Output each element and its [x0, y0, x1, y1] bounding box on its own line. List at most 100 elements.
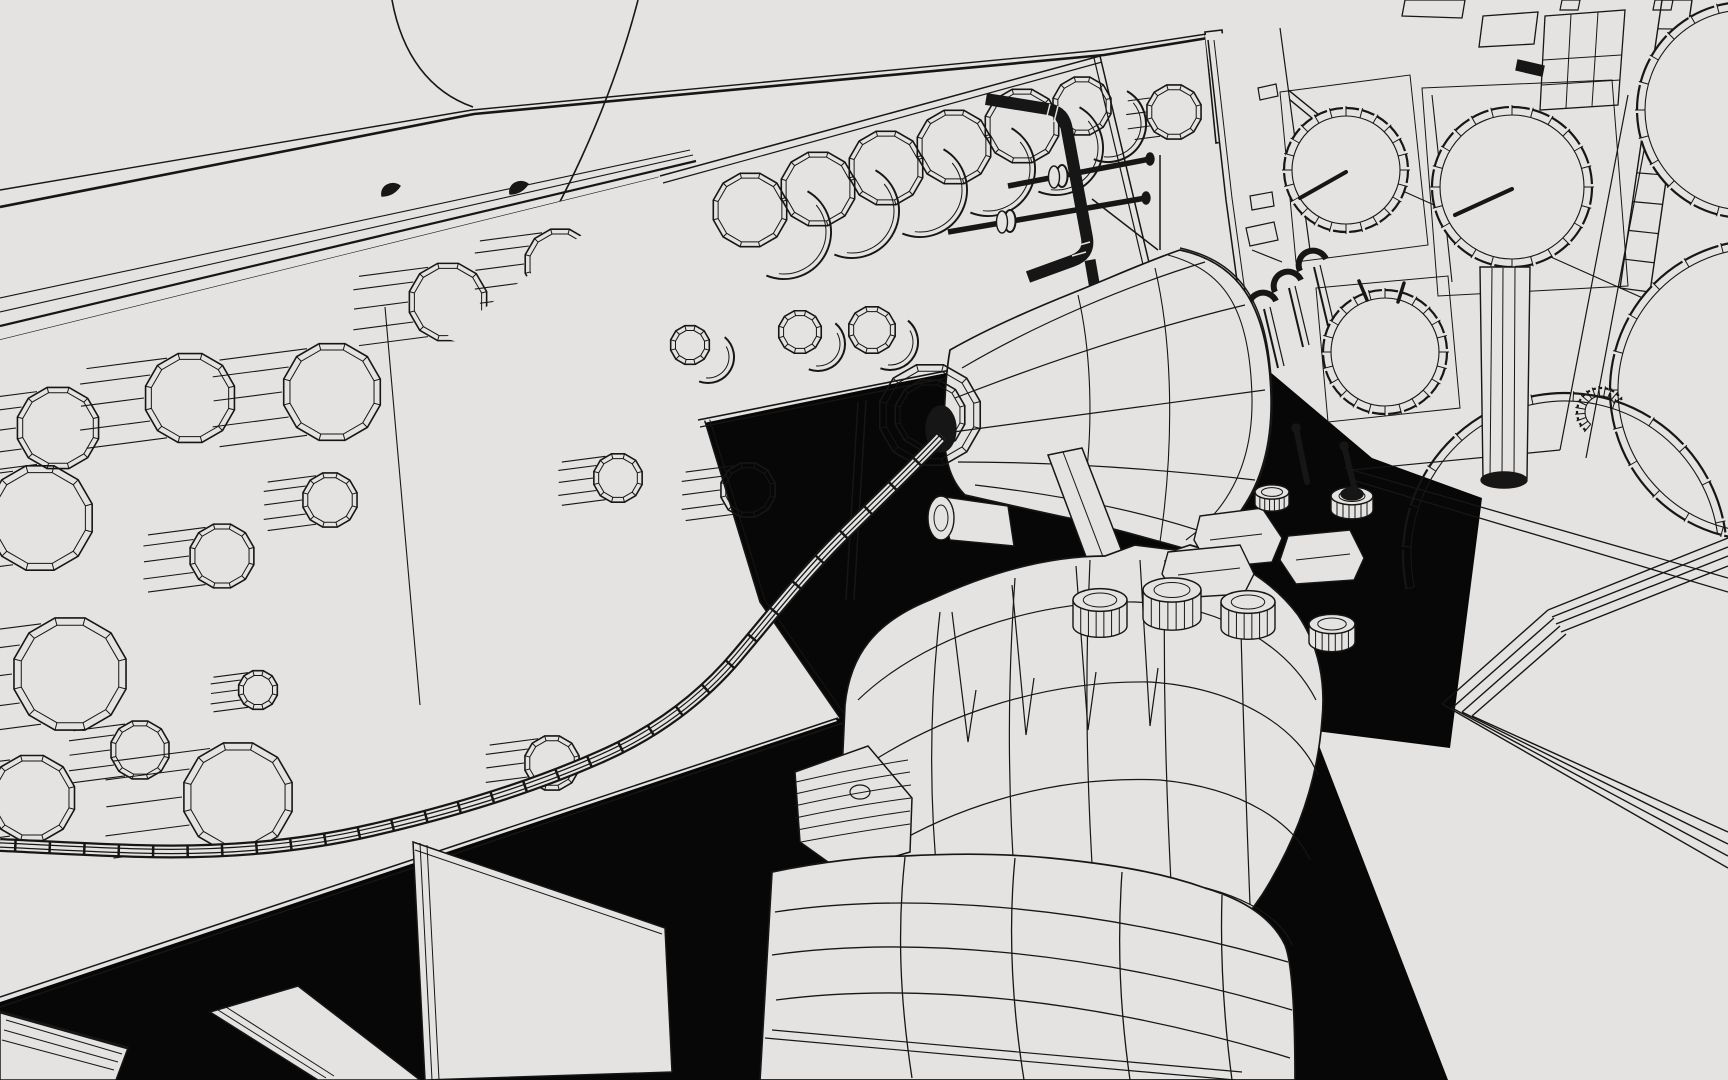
- rim-tick: [1562, 128, 1571, 137]
- wall-tab: [1559, 0, 1581, 11]
- rim-tick: [1372, 114, 1379, 124]
- porthole-ring: [943, 110, 946, 116]
- whisker-line: [558, 477, 594, 483]
- whisker-line: [1127, 97, 1150, 102]
- hook-stem: [1269, 306, 1285, 367]
- gauge-ring: [238, 684, 244, 687]
- porthole-ring: [793, 310, 797, 316]
- porthole-ring: [926, 119, 932, 125]
- gauge-ring: [544, 735, 547, 741]
- rim-tick: [1649, 159, 1659, 166]
- drum-collar: [961, 446, 968, 453]
- dial-gauge: [1323, 290, 1447, 414]
- frame-moulding: [1451, 707, 1728, 857]
- cushion-band: [775, 992, 1291, 1059]
- column-rib: [1501, 267, 1504, 479]
- porthole-ring: [790, 211, 796, 217]
- porthole-shadow: [778, 204, 827, 275]
- rim-tick: [1427, 465, 1437, 472]
- gauge-ring: [110, 755, 116, 759]
- rim-tick: [1547, 115, 1554, 125]
- pipe-highlight: [1071, 251, 1087, 257]
- rim-tick: [1574, 222, 1584, 229]
- drum-collar: [916, 364, 919, 372]
- ladder-rungs: [1619, 287, 1651, 293]
- porthole-ring: [962, 110, 965, 116]
- valve-pipe: [947, 195, 1147, 235]
- hand-lever: [1341, 443, 1357, 489]
- gauge-ring: [763, 505, 769, 511]
- gauge-ring: [322, 522, 325, 528]
- panel-porthole: [1166, 134, 1169, 140]
- gauge-ring: [164, 741, 170, 745]
- whisker-line: [105, 824, 190, 837]
- porthole-shadow: [1093, 90, 1148, 164]
- gauge-ring: [481, 291, 487, 294]
- porthole-ring: [693, 359, 696, 365]
- porthole-ring: [865, 306, 868, 312]
- picture-frame: [1441, 537, 1728, 869]
- wall-rect: [1478, 11, 1539, 48]
- gauge-ring: [198, 575, 203, 580]
- ribbed-knob: [1072, 587, 1128, 613]
- whisker-line: [86, 437, 168, 449]
- whisker-line: [69, 749, 111, 756]
- rim-tick: [1613, 426, 1623, 430]
- gauge-ring: [753, 512, 756, 518]
- porthole-ring: [693, 325, 696, 331]
- dial-gauge: [1410, 400, 1719, 588]
- gauge-ring: [118, 686, 127, 690]
- porthole-ring: [704, 339, 710, 342]
- whisker-line: [0, 448, 22, 453]
- rim-tick: [1339, 389, 1348, 398]
- armrest-bolt: [849, 784, 871, 800]
- rim-tick: [1530, 256, 1534, 267]
- gauge-ring: [199, 353, 203, 360]
- porthole-ring: [985, 115, 991, 118]
- rim-tick: [1720, 243, 1724, 253]
- porthole-shadow: [982, 141, 1031, 212]
- panel-leg: [208, 985, 422, 1080]
- whisker-line: [0, 723, 42, 731]
- rim-tick: [1716, 206, 1720, 217]
- stub-face: [933, 504, 949, 532]
- gauge-ring: [740, 462, 743, 468]
- gauge-ring: [318, 343, 322, 351]
- hook-stem: [1263, 308, 1279, 369]
- porthole-ring: [1011, 157, 1014, 163]
- gauge-ring: [250, 742, 253, 751]
- ribbed-knob: [1308, 613, 1356, 635]
- porthole-ring: [811, 343, 816, 348]
- whisker-line: [353, 321, 414, 331]
- rim-tick: [1689, 14, 1696, 24]
- rim-tick: [1352, 398, 1359, 408]
- gauge-ring: [217, 365, 223, 371]
- armrest-rib: [800, 823, 911, 843]
- gauge-ring: [177, 353, 181, 360]
- whisker-line: [80, 420, 151, 431]
- hand-lever: [1293, 425, 1310, 485]
- rim-tick: [1583, 423, 1592, 433]
- gauge-ring: [283, 378, 291, 382]
- gauge-ring: [228, 582, 232, 589]
- ribbed-knob: [1230, 594, 1266, 610]
- drum-collar: [879, 426, 887, 429]
- whisker-line: [0, 427, 17, 431]
- porthole-ring: [917, 176, 923, 179]
- gauge-ring: [727, 505, 733, 511]
- leg-edge: [217, 1009, 327, 1079]
- dark-pipe: [985, 93, 1094, 283]
- gauge-ring: [105, 709, 112, 716]
- rim-tick: [1339, 306, 1348, 315]
- gauge-ring: [593, 482, 599, 485]
- gauge-ring: [145, 407, 152, 411]
- gauge-ring: [534, 238, 539, 243]
- rim-tick: [1591, 387, 1596, 398]
- porthole-ring: [675, 355, 680, 360]
- panel-porthole: [1196, 117, 1202, 120]
- gauge-ring: [27, 397, 33, 403]
- gauge-ring: [550, 229, 553, 235]
- porthole-ring: [1073, 76, 1077, 82]
- gauge-ring: [68, 786, 75, 789]
- porthole-shadow: [846, 183, 895, 254]
